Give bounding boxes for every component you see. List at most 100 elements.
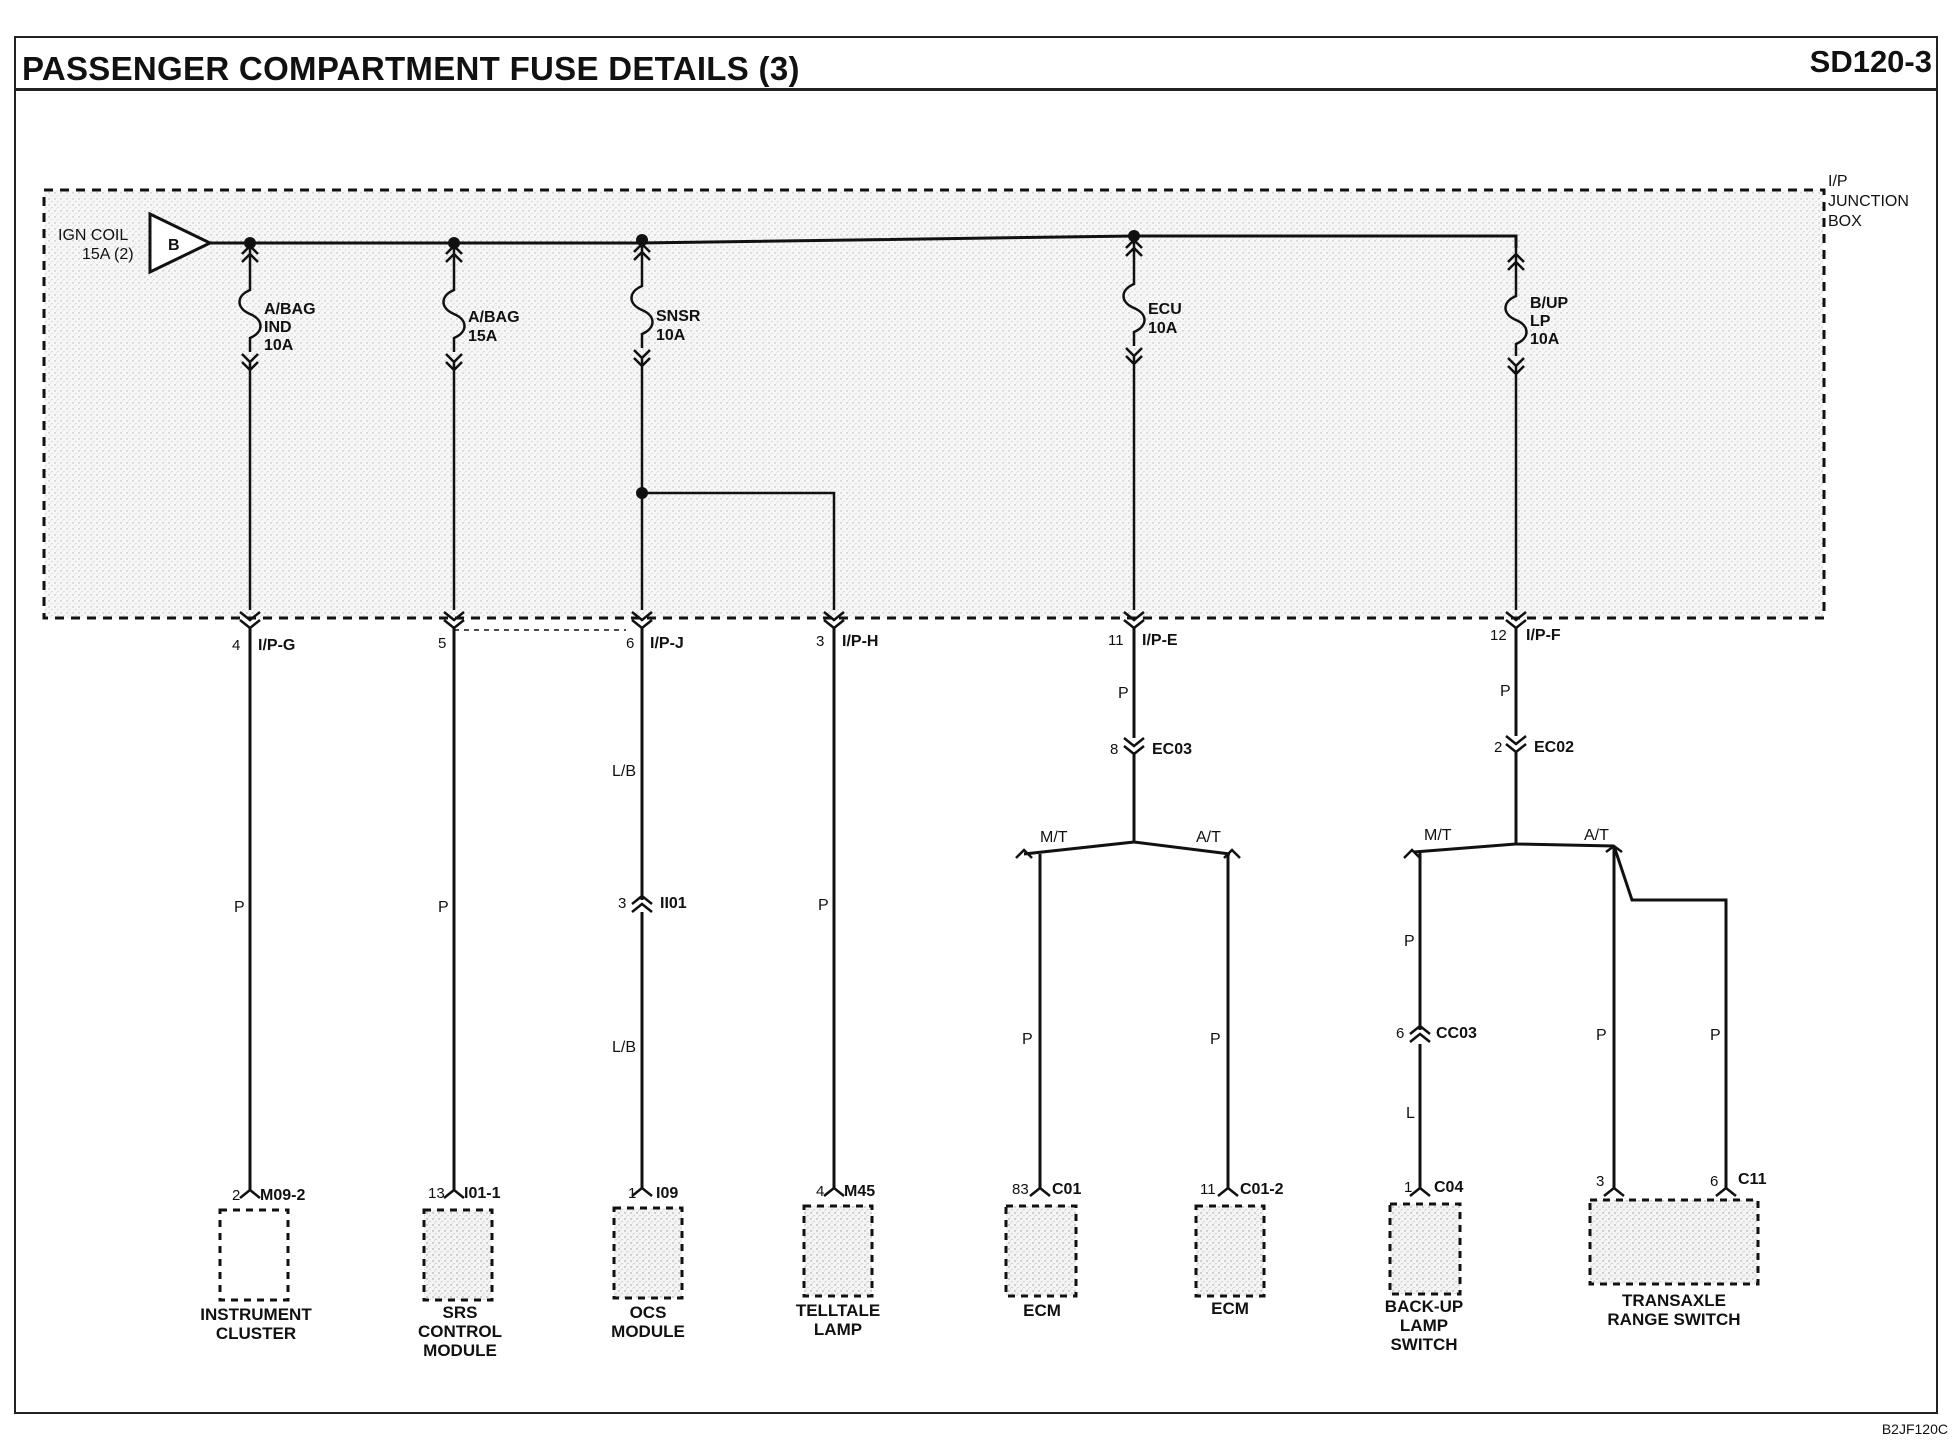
component-names: INSTRUMENT CLUSTER SRS CONTROL MODULE OC… <box>200 1291 1740 1360</box>
inline-pin-2: 8 <box>1110 741 1118 758</box>
inline-pin-1: 3 <box>618 895 626 912</box>
wire-color-c6-top: P <box>1500 683 1511 700</box>
comp-pin-5: 83 <box>1012 1181 1029 1198</box>
fuse-labels: A/BAG IND 10A A/BAG 15A SNSR 10A ECU 10A… <box>264 295 1569 354</box>
branch-ec03-mt: M/T <box>1040 829 1068 846</box>
comp-conn-4: M45 <box>844 1183 875 1200</box>
wire-color-c5-at: P <box>1210 1031 1221 1048</box>
comp-conn-6: C01-2 <box>1240 1181 1284 1198</box>
component-7-name-3: SWITCH <box>1390 1335 1457 1354</box>
wire-color-c4: P <box>818 897 829 914</box>
jb-pin-4: 3 <box>816 633 824 650</box>
junction-box-label-3: BOX <box>1828 213 1862 230</box>
inline-conn-2: EC03 <box>1152 741 1192 758</box>
fuse-4-label-2: 10A <box>1148 320 1178 337</box>
wire-color-c3-bottom: L/B <box>612 1039 636 1056</box>
junction-box-label-2: JUNCTION <box>1828 193 1909 210</box>
junction-box-label-1: I/P <box>1828 173 1848 190</box>
component-2-name-1: SRS <box>443 1303 478 1322</box>
fuse-2-label-2: 15A <box>468 328 498 345</box>
comp-conn-2: I01-1 <box>464 1185 501 1202</box>
wire-color-c1: P <box>234 899 245 916</box>
jb-pin-3: 6 <box>626 635 634 652</box>
header-rule <box>14 88 1938 91</box>
jb-pin-5: 11 <box>1108 632 1124 649</box>
comp-conn-1: M09-2 <box>260 1187 305 1204</box>
component-6-name-1: ECM <box>1211 1299 1249 1318</box>
component-3-name-1: OCS <box>630 1303 667 1322</box>
fuses <box>238 236 1528 610</box>
inline-conn-3: EC02 <box>1534 739 1574 756</box>
comp-pin-7: 1 <box>1404 1179 1412 1196</box>
jb-conn-4: I/P-H <box>842 633 878 650</box>
wire-color-c5-mt: P <box>1022 1031 1033 1048</box>
fuse-3-label-1: SNSR <box>656 308 701 325</box>
jb-conn-6: I/P-F <box>1526 627 1561 644</box>
circuit-wires <box>248 628 1728 1190</box>
comp-pin-9: 6 <box>1710 1173 1718 1190</box>
fuse-5-label-2: LP <box>1530 313 1551 330</box>
component-8-name-1: TRANSAXLE <box>1622 1291 1726 1310</box>
jb-pin-6: 12 <box>1490 627 1507 644</box>
branch-ec03-at: A/T <box>1196 829 1221 846</box>
branch-ec02-mt: M/T <box>1424 827 1452 844</box>
jb-pin-1: 4 <box>232 637 240 654</box>
jb-conn-1: I/P-G <box>258 637 295 654</box>
component-2-name-3: MODULE <box>423 1341 497 1360</box>
comp-pin-3: 1 <box>628 1185 636 1202</box>
comp-pin-4: 4 <box>816 1183 824 1200</box>
comp-conn-9: C11 <box>1738 1171 1767 1188</box>
fuse-5-label-1: B/UP <box>1530 295 1569 312</box>
component-7-name-2: LAMP <box>1400 1316 1448 1335</box>
wire-color-c2: P <box>438 899 449 916</box>
diagram-frame <box>14 36 1938 1414</box>
page-title: PASSENGER COMPARTMENT FUSE DETAILS (3) <box>22 50 800 87</box>
inline-pin-3: 2 <box>1494 739 1502 756</box>
junction-box: I/P JUNCTION BOX <box>42 173 1909 620</box>
wire-color-labels: P P L/B L/B P P P P P P L P P <box>234 683 1721 1122</box>
wire-color-c6-mt-bottom: L <box>1406 1105 1415 1122</box>
inline-connector-labels: 3 II01 8 EC03 2 EC02 6 CC03 <box>618 739 1574 1042</box>
component-4-name-1: TELLTALE <box>796 1301 880 1320</box>
image-code: B2JF120C <box>1881 1421 1948 1437</box>
fuse-1-label-2: IND <box>264 319 292 336</box>
jb-connector-labels: 4 I/P-G 5 6 I/P-J 3 I/P-H 11 I/P-E 12 I/… <box>232 627 1561 654</box>
wire-color-c5-top: P <box>1118 685 1129 702</box>
source-symbol-icon <box>148 211 214 275</box>
component-4-name-2: LAMP <box>814 1320 862 1339</box>
fuse-1-label-1: A/BAG <box>264 301 316 318</box>
branch-ec02-at: A/T <box>1584 827 1609 844</box>
component-8-name-2: RANGE SWITCH <box>1607 1310 1740 1329</box>
component-pin-labels: 2 M09-2 13 I01-1 1 I09 4 M45 83 C01 11 C… <box>232 1171 1767 1204</box>
component-7-name-1: BACK-UP <box>1385 1297 1463 1316</box>
component-pin-chevrons <box>239 1186 1737 1199</box>
comp-conn-7: C04 <box>1434 1179 1463 1196</box>
component-boxes <box>218 1198 1760 1302</box>
source-symbol: B <box>168 237 180 254</box>
fuse-3-label-2: 10A <box>656 327 686 344</box>
jb-conn-3: I/P-J <box>650 635 684 652</box>
wire-color-c3-top: L/B <box>612 763 636 780</box>
ign-coil-source: IGN COIL 15A (2) B <box>58 211 214 275</box>
component-1-name-1: INSTRUMENT <box>200 1305 312 1324</box>
branch-labels: M/T A/T M/T A/T <box>1040 827 1609 846</box>
fuse-4-label-1: ECU <box>1148 301 1182 318</box>
component-5-name-1: ECM <box>1023 1301 1061 1320</box>
comp-pin-2: 13 <box>428 1185 445 1202</box>
component-2-name-2: CONTROL <box>418 1322 502 1341</box>
fuse-1-label-3: 10A <box>264 337 294 354</box>
jb-conn-5: I/P-E <box>1142 632 1178 649</box>
wire-color-c6-at2: P <box>1710 1027 1721 1044</box>
inline-conn-1: II01 <box>660 895 687 912</box>
inline-conn-4: CC03 <box>1436 1025 1477 1042</box>
comp-conn-5: C01 <box>1052 1181 1081 1198</box>
wire-color-c6-mt-top: P <box>1404 933 1415 950</box>
wire-color-c6-at1: P <box>1596 1027 1607 1044</box>
component-3-name-2: MODULE <box>611 1322 685 1341</box>
page-code: SD120-3 <box>1809 44 1932 79</box>
component-1-name-2: CLUSTER <box>216 1324 296 1343</box>
inline-connector-chevrons <box>631 735 1623 1043</box>
comp-conn-3: I09 <box>656 1185 678 1202</box>
inline-pin-4: 6 <box>1396 1025 1404 1042</box>
